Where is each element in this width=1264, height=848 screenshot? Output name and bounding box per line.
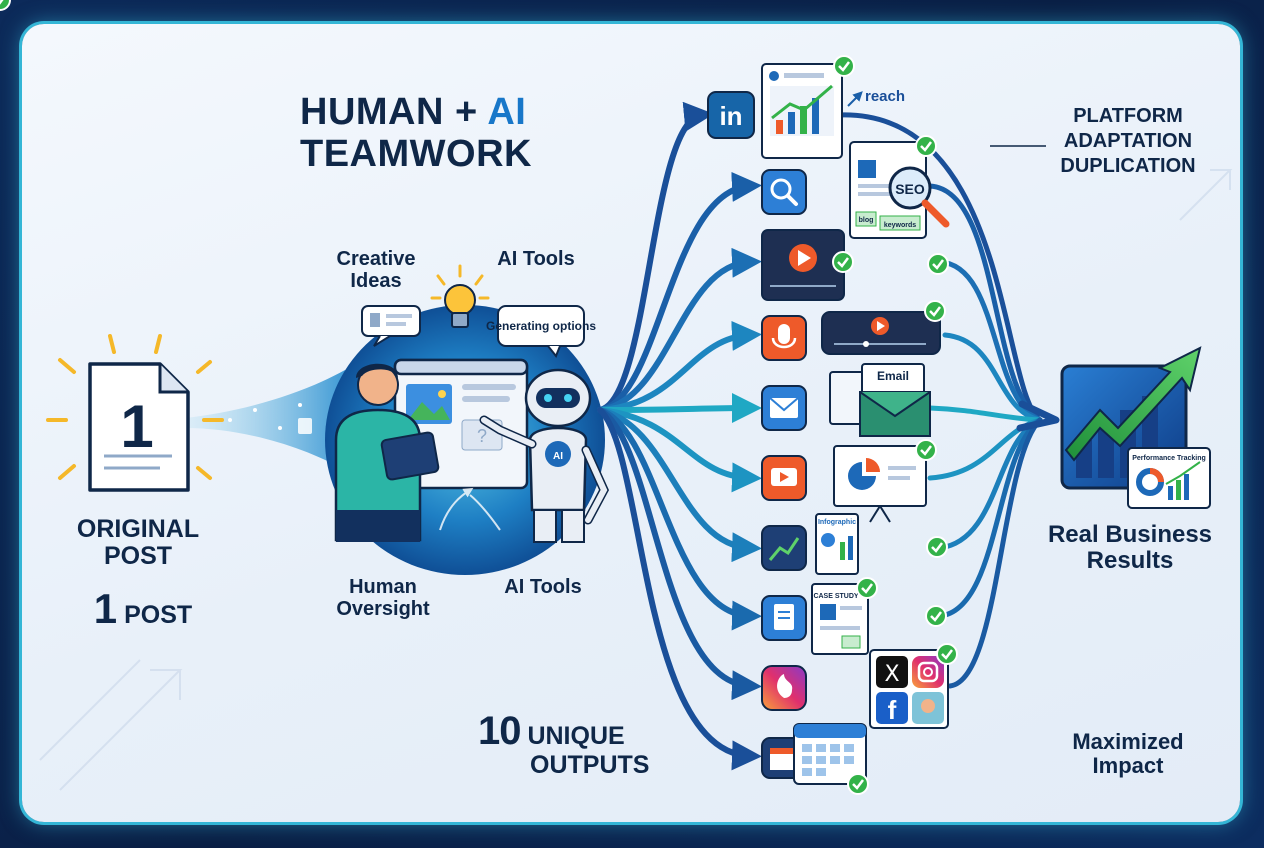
seo-tag-blog: blog	[859, 217, 874, 224]
linkedin-icon[interactable]	[707, 91, 755, 139]
calendar-card[interactable]	[793, 723, 867, 785]
ai-tools-top-label: AI Tools	[497, 248, 575, 270]
svg-text:Generating options: Generating options	[486, 319, 596, 333]
email-label: Email	[877, 369, 909, 383]
document-icon[interactable]	[761, 595, 807, 641]
x-logo: X	[884, 662, 899, 687]
idea-bubble	[361, 305, 421, 347]
original-post-number: 1	[120, 393, 153, 460]
reach-arrow	[847, 91, 863, 107]
post-count-number: 1	[93, 585, 118, 632]
case-study-label: CASE STUDY	[813, 593, 858, 600]
seo-label: SEO	[895, 181, 925, 197]
email-icon[interactable]	[761, 385, 807, 431]
output-arrows	[597, 101, 762, 771]
calendar-icon[interactable]	[761, 737, 803, 779]
human-oversight-label: Human Oversight	[336, 576, 430, 620]
post-count-label: 1 POST	[78, 585, 208, 632]
generating-text: Generating options	[486, 319, 596, 333]
page-title: HUMAN + AI TEAMWORK	[300, 91, 620, 176]
bg-decoration	[39, 169, 1233, 791]
lightbulb-icon	[430, 264, 490, 328]
creative-ideas-label: Creative Ideas	[336, 248, 416, 292]
instagram-app-icon[interactable]	[761, 665, 807, 711]
seo-card[interactable]	[849, 141, 950, 239]
slides-card[interactable]	[833, 445, 927, 523]
email-card[interactable]	[829, 363, 931, 437]
robot-figure	[479, 368, 610, 543]
podcast-player[interactable]	[821, 311, 941, 355]
original-post-icon	[46, 334, 224, 492]
social-tiles[interactable]	[869, 649, 949, 729]
human-figure	[334, 363, 440, 542]
title-part1: HUMAN +	[300, 91, 488, 133]
linkedin-post-card[interactable]	[761, 63, 843, 159]
presentation-icon[interactable]	[761, 455, 807, 501]
performance-tracking-card	[1127, 447, 1211, 509]
check-marks	[0, 0, 959, 796]
reach-label: reach	[865, 88, 905, 105]
chart-icon[interactable]	[761, 525, 807, 571]
generating-bubble	[497, 305, 585, 358]
facebook-logo: f	[888, 695, 897, 725]
infographic-label: Infographic	[818, 519, 856, 526]
title-ai: AI	[487, 91, 527, 133]
robot-badge: AI	[553, 451, 563, 462]
post-count-word: POST	[124, 601, 193, 629]
infographic-card[interactable]	[815, 513, 859, 575]
teamwork-hub: ?	[325, 305, 610, 575]
ai-tools-bottom-label: AI Tools	[504, 576, 582, 598]
case-study-card[interactable]	[811, 583, 869, 655]
video-icon[interactable]	[761, 229, 845, 301]
performance-tracking-label: Performance Tracking	[1132, 455, 1206, 462]
title-part2: TEAMWORK	[300, 132, 532, 175]
outputs-number: 10	[478, 709, 521, 753]
linkedin-label: in	[719, 101, 742, 131]
seo-tag-keywords: keywords	[884, 222, 916, 229]
merge-arrows	[837, 112, 1060, 689]
svg-text:?: ?	[477, 426, 487, 446]
outputs-label: 10 UNIQUE OUTPUTS	[478, 709, 650, 779]
search-icon[interactable]	[761, 169, 807, 215]
input-flow	[185, 370, 345, 470]
microphone-icon[interactable]	[761, 315, 807, 361]
